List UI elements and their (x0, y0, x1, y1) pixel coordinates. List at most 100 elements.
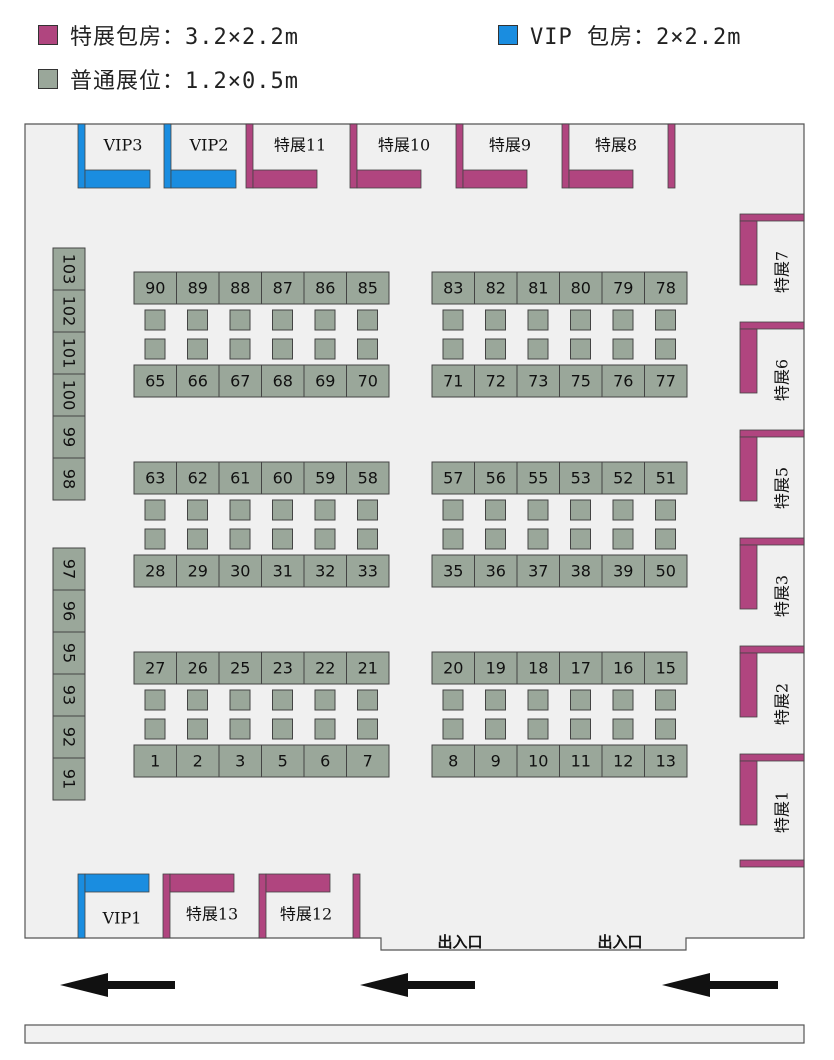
table-square (485, 338, 506, 360)
table-square (655, 718, 676, 740)
normal-booth (303, 461, 347, 495)
special-booth-wall (739, 645, 805, 654)
booth-number: 35 (443, 562, 463, 581)
table-square (442, 499, 464, 521)
normal-booth (176, 461, 220, 495)
table-square (442, 689, 464, 711)
normal-booth (644, 461, 688, 495)
normal-booth (261, 271, 305, 305)
special-booth-wall (739, 760, 758, 826)
table-square (229, 528, 251, 550)
special-booth-wall (245, 123, 254, 189)
normal-booth (559, 651, 603, 685)
special-booth-wall (568, 169, 634, 189)
table-square (612, 718, 634, 740)
normal-booth (474, 744, 518, 778)
legend-special-label: 特展包房：3.2×2.2m (70, 25, 299, 50)
normal-booth (474, 271, 518, 305)
booth-number: 56 (486, 469, 506, 488)
table-square (187, 689, 208, 711)
special-booth-wall (265, 873, 331, 893)
table-square (527, 309, 549, 331)
normal-booth (346, 271, 390, 305)
booth-number: 58 (358, 469, 378, 488)
table-square (357, 718, 378, 740)
table-square (314, 718, 336, 740)
normal-booth (52, 331, 86, 375)
special-booth-label: 特展7 (773, 251, 792, 293)
booth-number: 98 (60, 469, 79, 489)
table-square (612, 689, 634, 711)
table-square (570, 338, 591, 360)
table-square (187, 499, 208, 521)
legend-vip: VIP 包房：2×2.2m (498, 20, 741, 50)
booth-number: 38 (571, 562, 591, 581)
table-square (187, 338, 208, 360)
legend-vip-label: VIP 包房：2×2.2m (530, 25, 742, 50)
booth-number: 25 (230, 659, 250, 678)
booth-number: 26 (188, 659, 208, 678)
table-square (570, 718, 591, 740)
special-booth-label: 特展8 (595, 136, 637, 155)
special-booth-wall (739, 544, 758, 610)
normal-booth (261, 554, 305, 588)
normal-booth (52, 589, 86, 633)
vip-booth-wall (77, 123, 86, 189)
table-square (570, 689, 591, 711)
normal-booth (52, 757, 86, 801)
table-square (442, 718, 464, 740)
table-square (144, 528, 166, 550)
normal-booth (52, 631, 86, 675)
normal-booth (601, 651, 645, 685)
vip-booth-wall (84, 169, 151, 189)
normal-booth (516, 461, 560, 495)
normal-swatch (38, 69, 58, 89)
booth-number: 97 (60, 559, 79, 579)
booth-number: 17 (571, 659, 591, 678)
booth-number: 53 (571, 469, 591, 488)
special-booth-wall (352, 873, 361, 939)
table-square (187, 309, 208, 331)
table-square (527, 338, 549, 360)
table-square (655, 338, 676, 360)
booth-number: 92 (60, 727, 79, 747)
booth-number: 63 (145, 469, 165, 488)
table-square (357, 528, 378, 550)
table-square (187, 718, 208, 740)
special-booth-wall (258, 873, 267, 939)
table-square (229, 718, 251, 740)
table-square (485, 309, 506, 331)
table-square (357, 338, 378, 360)
vip-booth-wall (170, 169, 237, 189)
table-square (442, 338, 464, 360)
table-square (570, 528, 591, 550)
special-booth-wall (739, 753, 805, 762)
normal-booth (218, 651, 262, 685)
booth-number: 7 (363, 752, 373, 771)
table-square (187, 528, 208, 550)
booth-number: 16 (613, 659, 633, 678)
normal-booth (176, 651, 220, 685)
road-bar (24, 1024, 805, 1044)
table-square (272, 499, 293, 521)
special-booth-label: 特展1 (773, 791, 792, 833)
vip-booth-wall (84, 873, 150, 893)
normal-booth (218, 744, 262, 778)
normal-booth (559, 461, 603, 495)
normal-booth (303, 651, 347, 685)
normal-booth (516, 744, 560, 778)
normal-booth (176, 744, 220, 778)
booth-number: 101 (60, 338, 79, 369)
special-booth-label: 特展5 (773, 467, 792, 509)
booth-number: 2 (193, 752, 203, 771)
normal-booth (516, 364, 560, 398)
normal-booth (52, 715, 86, 759)
table-square (272, 718, 293, 740)
exit-label: 出入口 (597, 933, 642, 951)
special-booth-wall (739, 859, 805, 868)
normal-booth (176, 554, 220, 588)
special-booth-wall (356, 169, 422, 189)
normal-booth (644, 554, 688, 588)
booth-number: 62 (188, 469, 208, 488)
table-square (314, 338, 336, 360)
